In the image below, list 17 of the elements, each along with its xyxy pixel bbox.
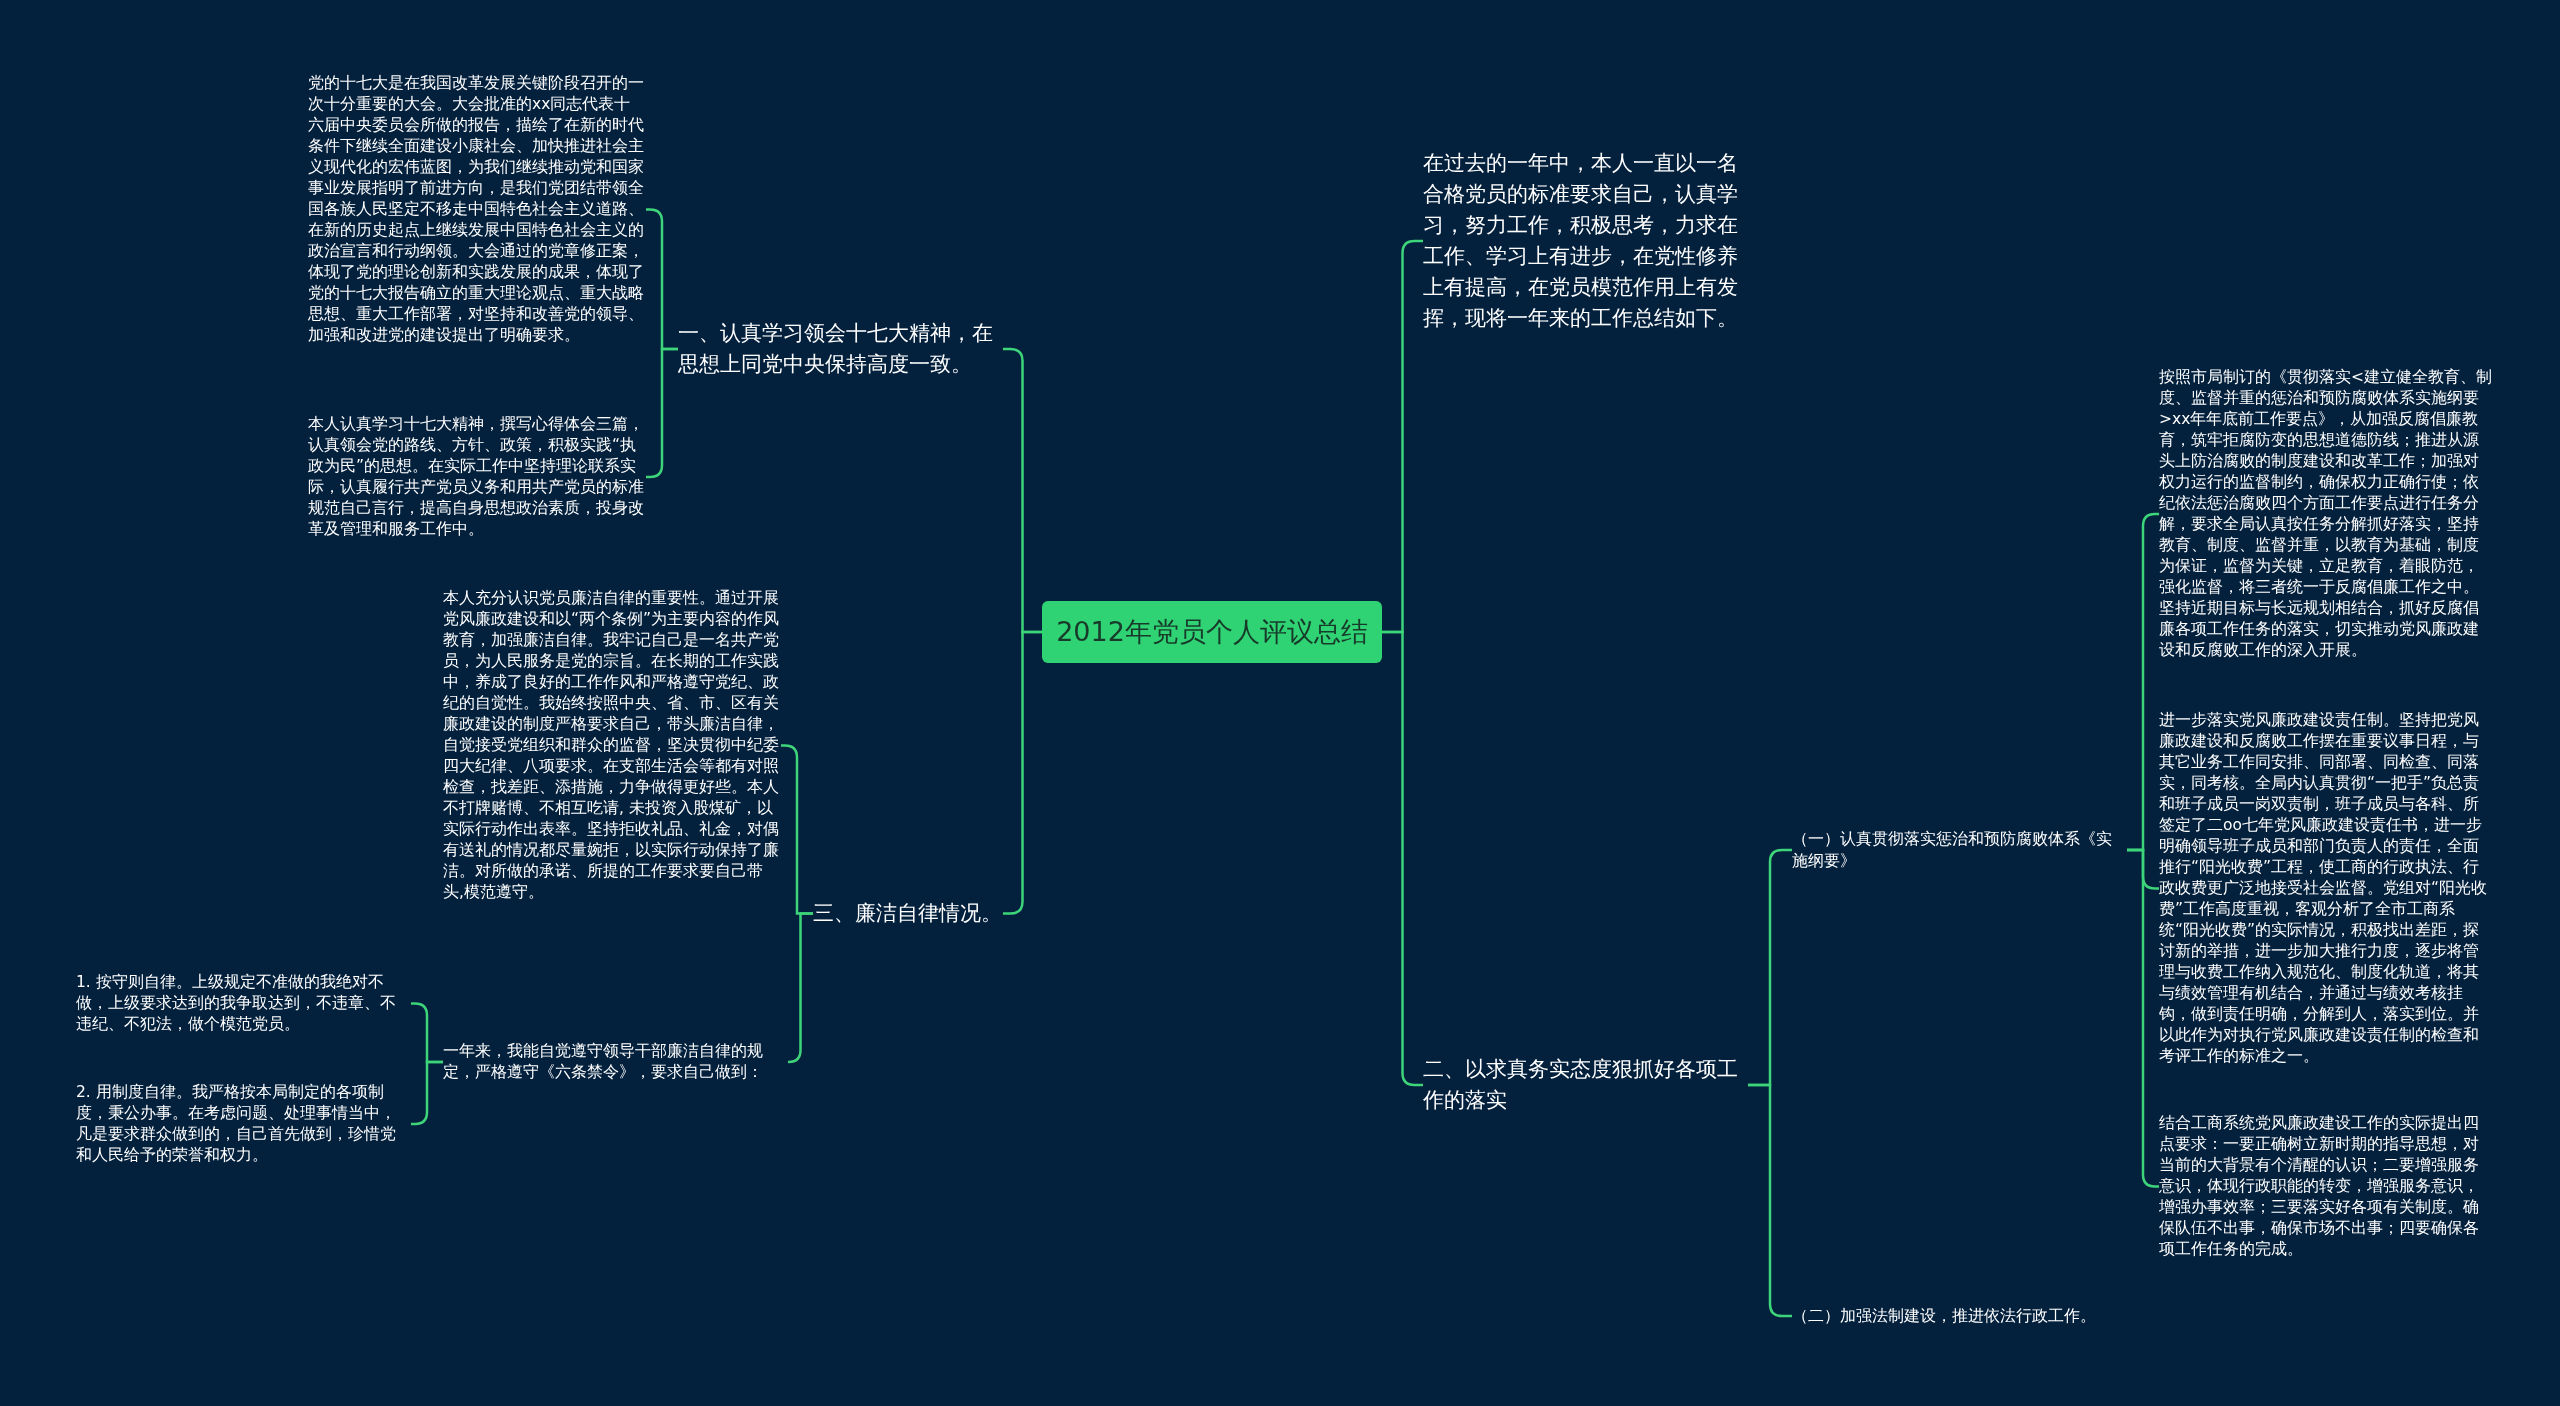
paragraph-text: 1. 按守则自律。上级规定不准做的我绝对不做，上级要求达到的我争取达到，不违章、不违纪、不犯法，做个模范党员。 xyxy=(76,972,411,1035)
paragraph-text: 按照市局制订的《贯彻落实<建立健全教育、制度、监督并重的惩治和预防腐败体系实施纲要>xx年年底前工作要点》，从加强反腐倡廉教育，筑牢拒腐防变的思想道德防线；推进从源头上防治腐败的制度建设和改革工作；加强对权力运行的监督制约，确保权力正确行使；依纪依法惩治腐败四个方面工作要点进行任务分解，要求全局认真按任务分解抓好落实，坚持教育、制度、监督并重，以教育为基础，制度为保证，监督为关键，立足教育，着眼防范，强化监督，将三者统一于反腐倡廉工作之中。坚持近期目标与长远规划相结合，抓好反腐倡廉各项工作任务的落实，切实推动党风廉政建设和反腐败工作的深入开展。 xyxy=(2159,367,2494,661)
paragraph-text: 进一步落实党风廉政建设责任制。坚持把党风廉政建设和反腐败工作摆在重要议事日程，与其它业务工作同安排、同部署、同检查、同落实，同考核。全局内认真贯彻“一把手”负总责和班子成员一岗双责制，班子成员与各科、所签定了二oo七年党风廉政建设责任书，进一步明确领导班子成员和部门负责人的责任，全面推行“阳光收费”工程，使工商的行政执法、行政收费更广泛地接受社会监督。党组对“阳光收费”工作高度重视，客观分析了全市工商系统“阳光收费”的实际情况，积极找出差距，探讨新的举措，进一步加大推行力度，逐步将管理与收费工作纳入规范化、制度化轨道，将其与绩效管理有机结合，并通过与绩效考核挂钩，做到责任明确，分解到人，落实到位。并以此作为对执行党风廉政建设责任制的检查和考评工作的标准之一。 xyxy=(2159,710,2494,1067)
topic-text: 二、以求真务实态度狠抓好各项工作的落实 xyxy=(1423,1054,1748,1116)
paragraph-text: 一年来，我能自觉遵守领导干部廉洁自律的规定，严格遵守《六条禁令》，要求自己做到： xyxy=(443,1041,788,1083)
subtopic-text: （二）加强法制建设，推进依法行政工作。 xyxy=(1792,1305,2127,1327)
root-topic-box: 2012年党员个人评议总结 xyxy=(1042,601,1382,663)
paragraph-text: 党的十七大是在我国改革发展关键阶段召开的一次十分重要的大会。大会批准的xx同志代表十六届中央委员会所做的报告，描绘了在新的时代条件下继续全面建设小康社会、加快推进社会主义现代化的宏伟蓝图，为我们继续推动党和国家事业发展指明了前进方向，是我们党团结带领全国各族人民坚定不移走中国特色社会主义道路、在新的历史起点上继续发展中国特色社会主义的政治宣言和行动纲领。大会通过的党章修正案，体现了党的理论创新和实践发展的成果，体现了党的十七大报告确立的重大理论观点、重大战略思想、重大工作部署，对坚持和改善党的领导、加强和改进党的建设提出了明确要求。 xyxy=(308,73,646,346)
paragraph-text: 本人认真学习十七大精神，撰写心得体会三篇，认真领会党的路线、方针、政策，积极实践“执政为民”的思想。在实际工作中坚持理论联系实际，认真履行共产党员义务和用共产党员的标准规范自己言行，提高自身思想政治素质，投身改革及管理和服务工作中。 xyxy=(308,414,646,540)
topic-text: 三、廉洁自律情况。 xyxy=(813,898,1003,929)
paragraph-text: 结合工商系统党风廉政建设工作的实际提出四点要求：一要正确树立新时期的指导思想，对当前的大背景有个清醒的认识；二要增强服务意识，体现行政职能的转变，增强服务意识，增强办事效率；三要落实好各项有关制度。确保队伍不出事，确保市场不出事；四要确保各项工作任务的完成。 xyxy=(2159,1113,2494,1260)
topic-text: 一、认真学习领会十七大精神，在思想上同党中央保持高度一致。 xyxy=(678,318,1003,380)
paragraph-text: 本人充分认识党员廉洁自律的重要性。通过开展党风廉政建设和以“两个条例”为主要内容的作风教育，加强廉洁自律。我牢记自己是一名共产党员，为人民服务是党的宗旨。在长期的工作实践中，养成了良好的工作作风和严格遵守党纪、政纪的自觉性。我始终按照中央、省、市、区有关廉政建设的制度严格要求自己，带头廉洁自律，自觉接受党组织和群众的监督，坚决贯彻中纪委四大纪律、八项要求。在支部生活会等都有对照检查，找差距、添措施，力争做得更好些。本人不打牌赌博、不相互吃请, 未投资入股煤矿，以实际行动作出表率。坚持拒收礼品、礼金，对偶有送礼的情况都尽量婉拒，以实际行动保持了廉洁。对所做的承诺、所提的工作要求要自己带头,模范遵守。 xyxy=(443,588,781,903)
branch-line xyxy=(787,912,813,1064)
paragraph-text: 2. 用制度自律。我严格按本局制定的各项制度，秉公办事。在考虑问题、处理事情当中，凡是要求群众做到的，自己首先做到，珍惜党和人民给予的荣誉和权力。 xyxy=(76,1082,411,1166)
topic-text: 在过去的一年中，本人一直以一名合格党员的标准要求自己，认真学习，努力工作，积极思考，力求在工作、学习上有进步，在党性修养上有提高，在党员模范作用上有发挥，现将一年来的工作总结如下。 xyxy=(1423,148,1748,334)
subtopic-text: （一）认真贯彻落实惩治和预防腐败体系《实施纲要》 xyxy=(1792,828,2127,872)
